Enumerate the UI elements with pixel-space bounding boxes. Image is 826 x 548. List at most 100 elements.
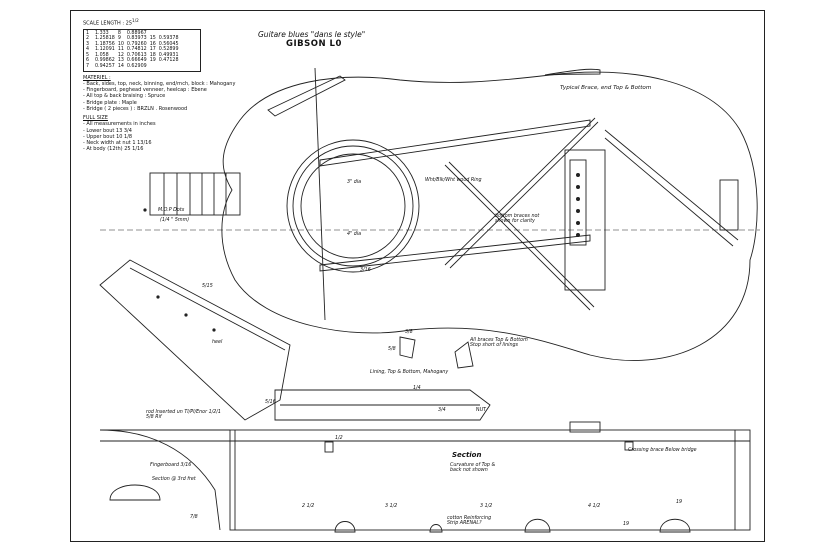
fret-distance: 0.66649	[126, 58, 147, 64]
mop-size-note: (1/4 " 5mm)	[160, 218, 190, 223]
fret-number: 1	[86, 30, 90, 36]
dim-19-a: 19	[676, 500, 683, 505]
dim-3-1-2-a: 3 1/2	[385, 504, 398, 509]
heel-tag: heel	[212, 340, 223, 345]
fret-distance: 0.79260	[126, 41, 147, 47]
fret-number: 7	[86, 64, 90, 69]
dim-3-8: 3/8	[405, 330, 413, 335]
fret-number: 12	[117, 52, 124, 58]
peghead-side-view	[99, 259, 291, 421]
fret-distance: 1.18756	[95, 41, 115, 47]
bridge-pin-3	[576, 197, 580, 201]
fret-number: 18	[149, 52, 156, 58]
fret-distance: 1.12091	[95, 47, 115, 53]
drawing-title: Guitare blues "dans le style"	[258, 30, 366, 39]
fret-number: 4	[86, 47, 90, 53]
full-size-item: - At body (12th) 25 1/16	[83, 146, 144, 153]
fret-number: 3	[86, 41, 90, 47]
tail-block	[719, 179, 739, 231]
fret-number: 15	[149, 36, 156, 42]
typical-brace-note: Typical Brace, end Top & Bottom	[560, 85, 652, 91]
wood-ring-note: Wht/Blk/Wht wood Ring	[425, 178, 482, 183]
braces-stop-note: All braces Top & Bottom Stop short of li…	[470, 338, 528, 349]
fret-number: 6	[86, 58, 90, 64]
bridge	[569, 159, 587, 246]
fret-distance: 0.47128	[158, 58, 179, 64]
bridge-plate	[564, 149, 606, 291]
materials-list: - Back, sides, top, neck, binning, end/r…	[83, 81, 243, 112]
dim-5-8: 5/8	[388, 347, 396, 352]
guitar-plan-drawing	[99, 67, 760, 533]
dim-7-8: 7/8	[190, 515, 198, 520]
fret-number: 19	[149, 58, 156, 64]
fret-row: 7 0.94257	[86, 64, 115, 70]
scale-length-label: SCALE LENGTH : 251/2	[83, 18, 139, 27]
body-outline	[221, 71, 758, 361]
fret-row: 4 1.12091	[86, 47, 115, 53]
dim-2-1-2: 2 1/2	[302, 504, 315, 509]
fret-number: 10	[117, 41, 124, 47]
body-section-view	[229, 429, 751, 531]
fret-row: 3 1.18756	[86, 42, 115, 48]
bottom-braces-note: bottom braces not shown for clarity	[495, 214, 540, 225]
fret-distance: 1.333	[95, 30, 109, 36]
materials-item: - Fingerboard, peghead venneer, heelcap …	[83, 87, 207, 94]
fret-number: 11	[117, 47, 124, 53]
fret-distance: 0.94257	[95, 64, 115, 69]
dim-4-1-2: 4 1/2	[588, 504, 601, 509]
fret-row: 5 1.058	[86, 53, 115, 59]
section-note: Curvature of Top & back not shown	[450, 463, 496, 474]
materials-item: - Bridge plate : Maple	[83, 99, 137, 106]
x-brace-2	[319, 234, 591, 272]
fret-number: 16	[149, 41, 156, 47]
full-size-header: FULL SIZE	[83, 115, 108, 122]
rod-note: rod Inserted un Tl/Pl/Enor 1/2/1 5/8 Rif	[146, 410, 221, 421]
nut-tag: NUT	[476, 408, 487, 413]
ring-diameter-2: 4" dia	[347, 232, 362, 237]
fret-distance: 0.62909	[126, 64, 147, 69]
materials-item: - Back, sides, top, neck, binning, end/r…	[83, 80, 236, 87]
full-size-item: - Neck width at nut 1 13/16	[83, 140, 152, 147]
fret-number: 13	[117, 58, 124, 64]
fret-distance: 0.52899	[158, 47, 179, 53]
fret-row: 6 0.99862	[86, 58, 115, 64]
upper-transverse-brace	[267, 75, 346, 117]
full-size-item: - Lower bout 13 3/4	[83, 127, 132, 134]
soundhole-ring-mid	[292, 145, 414, 267]
fret-distance: 0.74812	[126, 47, 147, 53]
fret-distance: 1.058	[95, 52, 109, 58]
lining-note: Lining, Top & Bottom, Mahogany	[370, 370, 449, 375]
dim-5-15: 5/15	[202, 284, 213, 289]
dim-1-2: 1/2	[335, 436, 343, 441]
neck-profile	[274, 389, 491, 421]
fingerboard-note: Fingerboard 3/16	[150, 463, 192, 468]
materials-item: - Bridge ( 2 pieces ) : BRZLN . Rosenwoo…	[83, 105, 188, 112]
dim-3-1-2-b: 3 1/2	[480, 504, 493, 509]
x-brace-1	[319, 119, 591, 167]
fret-number: 14	[117, 64, 124, 69]
materials-item: - All top & back braising : Spruce	[83, 93, 166, 100]
bridge-pin-2	[576, 185, 580, 189]
fret-distance: 0.70613	[126, 52, 147, 58]
lining-profile	[399, 336, 416, 359]
fret-number: 9	[117, 36, 121, 42]
fret-number: 5	[86, 52, 90, 58]
section-3rd-fret-label: Section @ 3rd fret	[152, 477, 196, 482]
reinforcing-strip-note: cotton Reinforcing Strip ARENAL?	[447, 516, 492, 527]
fret-row: 1 1.333	[86, 31, 115, 37]
crossing-brace-note: Crossing brace Below bridge	[628, 448, 697, 453]
ring-diameter-1: 3" dia	[347, 180, 362, 185]
full-size-item: - Upper bout 10 1/8	[83, 133, 133, 140]
fret-distance: 0.49931	[158, 52, 179, 58]
fret-number: 2	[86, 36, 90, 42]
fret-distance: 0.99862	[95, 58, 115, 64]
bridge-pin-5	[576, 221, 580, 225]
